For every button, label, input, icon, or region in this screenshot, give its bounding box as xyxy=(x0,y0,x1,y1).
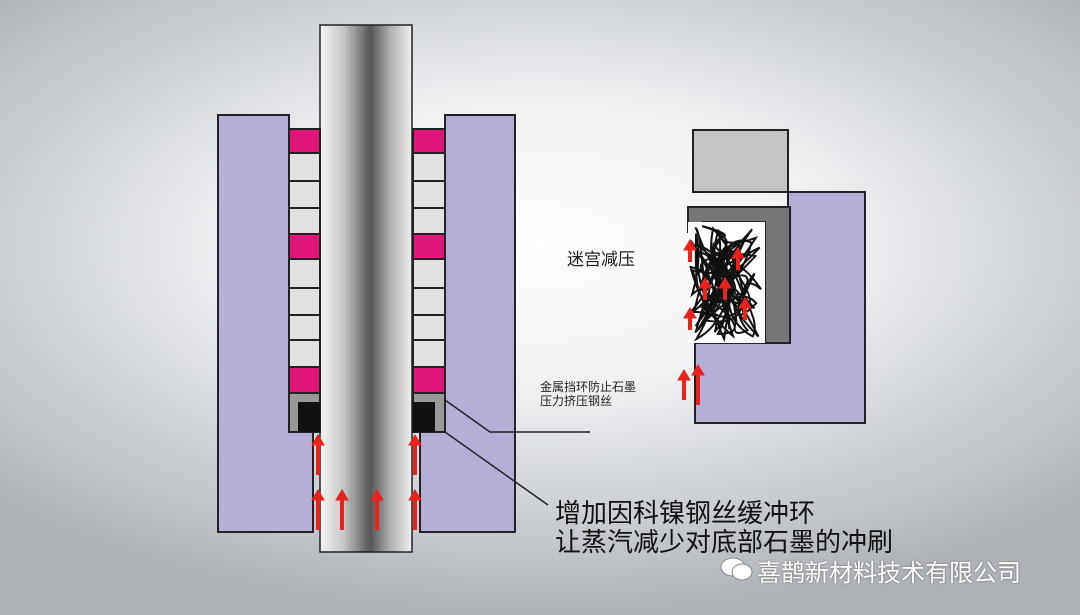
seal-ring xyxy=(288,128,321,154)
caption-line1: 增加因科镍钢丝缓冲环 xyxy=(555,499,816,529)
steam-arrow-head xyxy=(335,489,349,501)
watermark: 喜鹊新材料技术有限公司 xyxy=(757,559,1021,587)
steam-arrow-head xyxy=(731,247,745,259)
packing-ring xyxy=(412,314,446,341)
steam-arrow-head xyxy=(311,489,325,501)
inconel-wire-ring-right xyxy=(413,402,435,432)
ring-note-line1: 金属挡环防止石墨 xyxy=(540,380,637,394)
packing-ring xyxy=(288,287,321,316)
packing-ring xyxy=(412,258,446,289)
packing-ring xyxy=(412,180,446,209)
steam-arrow-head xyxy=(408,434,422,446)
packing-ring xyxy=(412,152,446,182)
caption-line2: 让蒸汽减少对底部石墨的冲刷 xyxy=(555,528,894,558)
packing-ring xyxy=(288,207,321,235)
steam-arrow-head xyxy=(408,489,422,501)
seal-ring xyxy=(412,233,446,260)
packing-ring xyxy=(412,287,446,316)
main-caption: 增加因科镍钢丝缓冲环让蒸汽减少对底部石墨的冲刷 xyxy=(555,500,893,558)
seal-ring xyxy=(412,366,446,394)
seal-ring xyxy=(412,128,446,154)
retaining-ring-note: 金属挡环防止石墨压力挤压钢丝 xyxy=(540,380,636,408)
packing-ring xyxy=(288,180,321,209)
seal-ring xyxy=(288,233,321,260)
wechat-icon xyxy=(720,557,753,581)
steam-arrow-head xyxy=(311,434,325,446)
gland-block xyxy=(692,129,789,193)
steam-arrow-head xyxy=(738,297,752,309)
seal-ring xyxy=(288,366,321,394)
valve-stem xyxy=(319,24,413,553)
steam-arrow-head xyxy=(683,307,697,319)
steam-arrow-head xyxy=(691,364,705,376)
steam-arrow-head xyxy=(718,277,732,289)
leader-lines xyxy=(444,399,590,506)
steam-arrow-head xyxy=(677,369,691,381)
labyrinth-label: 迷宫减压 xyxy=(567,250,635,270)
packing-ring xyxy=(288,152,321,182)
steam-arrow-head xyxy=(698,277,712,289)
packing-ring xyxy=(288,339,321,368)
packing-ring xyxy=(412,207,446,235)
packing-ring xyxy=(288,258,321,289)
steam-arrow-head xyxy=(683,239,697,251)
packing-ring xyxy=(288,314,321,341)
inconel-wire-ring-left xyxy=(298,402,320,432)
steam-arrow-head xyxy=(370,489,384,501)
packing-ring xyxy=(412,339,446,368)
ring-note-line2: 压力挤压钢丝 xyxy=(540,394,613,408)
